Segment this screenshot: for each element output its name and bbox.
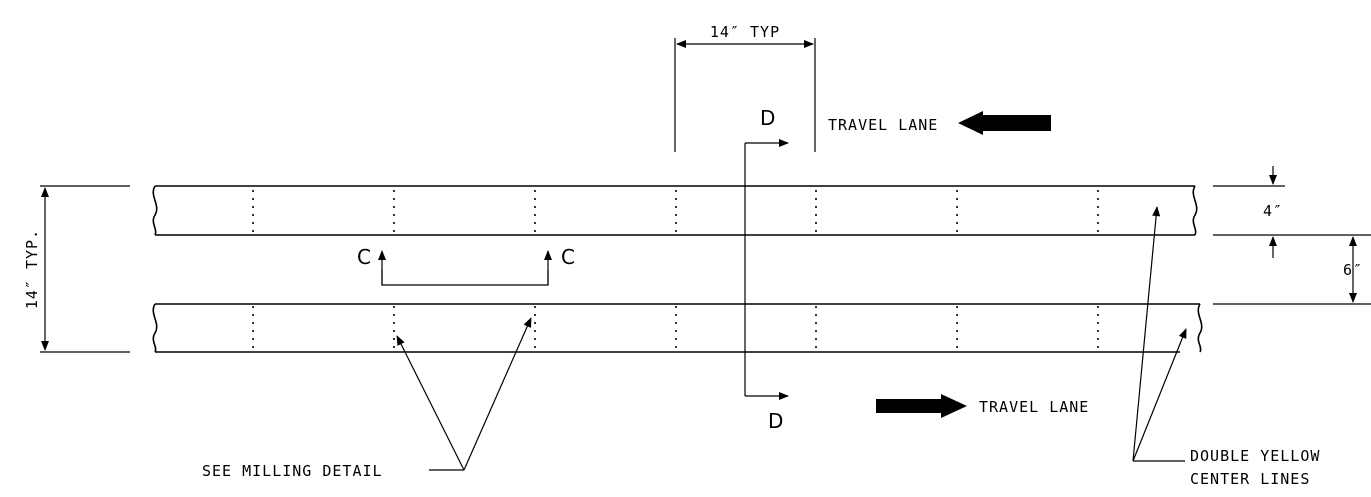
milling-detail-label: SEE MILLING DETAIL (202, 462, 383, 480)
milling-dotted-lines (252, 190, 1099, 352)
top-dimension: 14″ TYP (674, 23, 816, 152)
section-d-marker: D D (744, 106, 789, 433)
left-dimension-label: 14″ TYP. (23, 229, 41, 309)
travel-lane-top-label: TRAVEL LANE (828, 116, 938, 134)
center-lines-label-2: CENTER LINES (1190, 470, 1310, 488)
milling-detail-callout: SEE MILLING DETAIL (202, 317, 532, 480)
top-dimension-label: 14″ TYP (710, 23, 780, 41)
section-c-right-label: C (561, 245, 575, 269)
upper-stripe (152, 185, 1198, 236)
right-dimensions: 4″ 6″ (1213, 166, 1371, 305)
left-dimension: 14″ TYP. (23, 185, 130, 353)
travel-lane-top: TRAVEL LANE (828, 111, 1051, 135)
section-c-left-label: C (357, 245, 371, 269)
lower-stripe (152, 303, 1203, 353)
right-arrow-icon (876, 394, 967, 418)
center-lines-label-1: DOUBLE YELLOW (1190, 447, 1320, 465)
section-d-top-label: D (760, 106, 775, 130)
section-c-marker: C C (357, 245, 575, 286)
stripe-gap-label: 6″ (1343, 261, 1363, 279)
section-d-bottom-label: D (768, 409, 783, 433)
left-arrow-icon (958, 111, 1051, 135)
stripe-width-label: 4″ (1263, 202, 1283, 220)
travel-lane-bottom: TRAVEL LANE (876, 394, 1089, 418)
center-lines-callout: DOUBLE YELLOW CENTER LINES (1132, 206, 1320, 488)
travel-lane-bottom-label: TRAVEL LANE (979, 398, 1089, 416)
